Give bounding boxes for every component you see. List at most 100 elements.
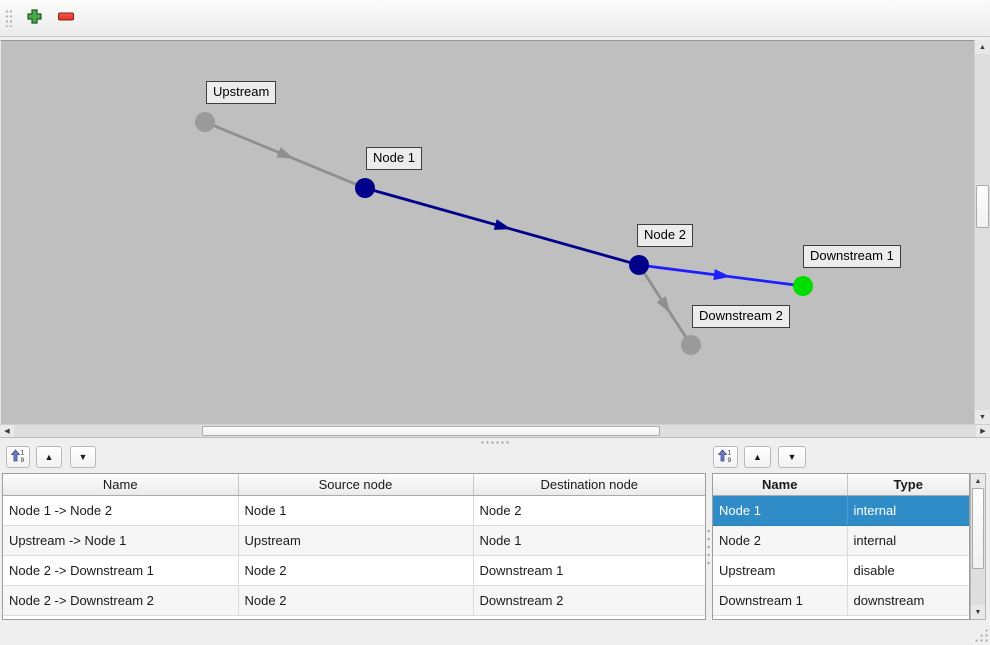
- svg-text:1: 1: [20, 450, 24, 457]
- up-triangle-icon: ▲: [44, 451, 54, 462]
- edge-table-cell[interactable]: Node 2 -> Downstream 1: [3, 555, 239, 586]
- svg-text:9: 9: [728, 457, 732, 463]
- edge-table-header-destination[interactable]: Destination node: [473, 474, 705, 496]
- graph-node-downstream-1[interactable]: [793, 276, 813, 296]
- edge-move-down-button[interactable]: ▼: [70, 446, 96, 468]
- vertical-splitter[interactable]: [706, 473, 711, 620]
- edge-table-cell[interactable]: Downstream 1: [473, 555, 705, 586]
- left-arrow-icon: ◀: [4, 427, 10, 435]
- node-table-cell[interactable]: internal: [847, 525, 969, 556]
- scroll-up-button[interactable]: ▲: [971, 474, 985, 488]
- down-arrow-icon: ▼: [979, 413, 986, 421]
- edge-arrow-icon: [493, 219, 512, 230]
- node-move-down-button[interactable]: ▼: [778, 446, 806, 468]
- edge-table-cell[interactable]: Node 1 -> Node 2: [3, 495, 239, 526]
- edge-table-header-name[interactable]: Name: [3, 474, 239, 496]
- scroll-down-button[interactable]: ▼: [971, 605, 985, 619]
- down-triangle-icon: ▼: [78, 451, 88, 462]
- up-arrow-icon: ▲: [974, 477, 982, 485]
- vertical-scrollbar-track[interactable]: [975, 54, 990, 410]
- scroll-left-button[interactable]: ◀: [0, 425, 14, 437]
- node-table-cell[interactable]: internal: [847, 495, 969, 526]
- node-table-header-type[interactable]: Type: [847, 474, 969, 496]
- node-move-up-button[interactable]: ▲: [744, 446, 771, 468]
- window-resize-grip[interactable]: [974, 628, 988, 642]
- node-sort-button[interactable]: 1 9: [713, 446, 738, 468]
- edge-table-cell[interactable]: Downstream 2: [473, 585, 705, 616]
- node-label-upstream[interactable]: Upstream: [206, 81, 277, 104]
- edge-table-cell[interactable]: Upstream -> Node 1: [3, 525, 239, 556]
- node-table-header-row: Name Type: [713, 474, 969, 496]
- minus-icon: [57, 8, 75, 28]
- edge-table-header-row: Name Source node Destination node: [3, 474, 705, 496]
- node-table-cell[interactable]: disable: [847, 555, 969, 586]
- scroll-down-button[interactable]: ▼: [975, 410, 990, 424]
- edge-table-cell[interactable]: Node 2: [238, 555, 474, 586]
- add-node-button[interactable]: [21, 5, 47, 31]
- node-table-cell[interactable]: Upstream: [713, 555, 848, 586]
- splitter-handle-icon: [707, 527, 710, 567]
- horizontal-scrollbar-thumb[interactable]: [202, 426, 660, 436]
- edge-arrow-icon: [656, 296, 671, 314]
- node-label-node-1[interactable]: Node 1: [366, 147, 422, 170]
- canvas-vertical-scrollbar: ▲ ▼: [974, 40, 990, 424]
- edge-table-cell[interactable]: Upstream: [238, 525, 474, 556]
- node-label-node-2[interactable]: Node 2: [637, 224, 693, 247]
- toolbar-drag-handle[interactable]: [5, 9, 13, 27]
- graph-node-upstream[interactable]: [195, 112, 215, 132]
- graph-node-node-2[interactable]: [629, 255, 649, 275]
- node-table-cell[interactable]: Downstream 1: [713, 585, 848, 616]
- node-table-cell[interactable]: Node 1: [713, 495, 848, 526]
- down-triangle-icon: ▼: [787, 451, 797, 462]
- edge-table-cell[interactable]: Node 2: [238, 585, 474, 616]
- edge-sort-button[interactable]: 1 9: [6, 446, 30, 468]
- node-label-downstream-1[interactable]: Downstream 1: [803, 245, 901, 268]
- node-scrollbar-track[interactable]: [971, 488, 985, 605]
- node-table-scrollbar: ▲ ▼: [970, 473, 986, 620]
- node-table-cell[interactable]: Node 2: [713, 525, 848, 556]
- down-arrow-icon: ▼: [974, 608, 982, 616]
- svg-text:9: 9: [20, 457, 24, 463]
- main-toolbar: [0, 0, 990, 37]
- scroll-right-button[interactable]: ▶: [976, 425, 990, 437]
- edge-move-up-button[interactable]: ▲: [36, 446, 62, 468]
- horizontal-scrollbar-track[interactable]: [14, 425, 976, 437]
- vertical-scrollbar-thumb[interactable]: [976, 185, 989, 228]
- up-arrow-icon: ▲: [979, 43, 986, 51]
- remove-node-button[interactable]: [53, 5, 79, 31]
- edge-arrow-icon: [713, 269, 731, 281]
- up-triangle-icon: ▲: [753, 451, 762, 462]
- scroll-up-button[interactable]: ▲: [975, 40, 990, 54]
- horizontal-splitter[interactable]: [0, 437, 990, 445]
- node-table-cell[interactable]: downstream: [847, 585, 969, 616]
- edge-table-cell[interactable]: Node 1: [473, 525, 705, 556]
- sort-ascending-icon: 1 9: [10, 448, 26, 466]
- canvas-horizontal-scrollbar: ◀ ▶: [0, 424, 990, 437]
- svg-text:1: 1: [728, 450, 732, 457]
- right-arrow-icon: ▶: [980, 427, 986, 435]
- graph-node-downstream-2[interactable]: [681, 335, 701, 355]
- edge-table: Name Source node Destination node Node 1…: [2, 473, 706, 620]
- edge-table-cell[interactable]: Node 2 -> Downstream 2: [3, 585, 239, 616]
- node-label-downstream-2[interactable]: Downstream 2: [692, 305, 790, 328]
- edge-table-header-source[interactable]: Source node: [238, 474, 474, 496]
- graph-node-node-1[interactable]: [355, 178, 375, 198]
- sort-ascending-icon: 1 9: [717, 448, 733, 466]
- edge-table-cell[interactable]: Node 1: [238, 495, 474, 526]
- edge-table-cell[interactable]: Node 2: [473, 495, 705, 526]
- node-scrollbar-thumb[interactable]: [972, 488, 984, 569]
- edge-arrow-icon: [276, 147, 295, 159]
- node-table-header-name[interactable]: Name: [713, 474, 848, 496]
